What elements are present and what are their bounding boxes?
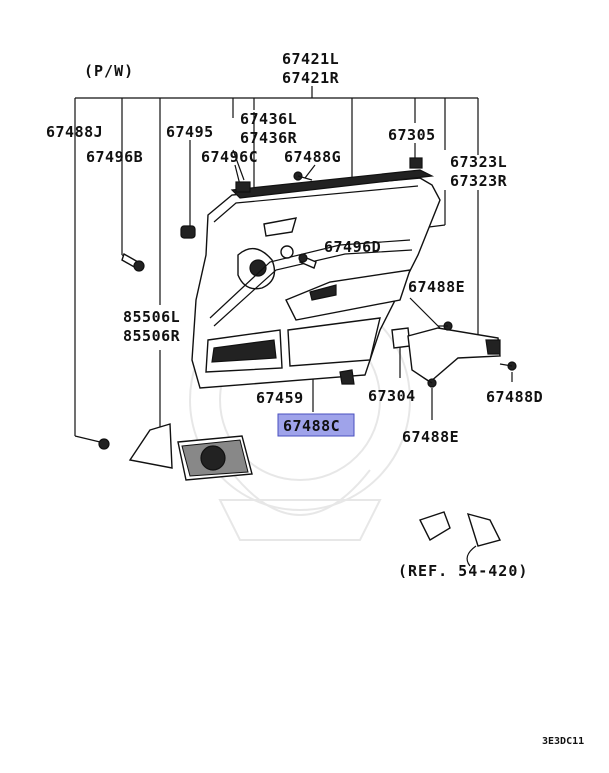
label-67488C: 67488C: [283, 417, 340, 435]
label-85506L: 85506L: [123, 308, 180, 326]
label-67421L: 67421L: [282, 50, 339, 68]
bracket-67304: [391, 327, 411, 349]
screw-67488G: [293, 171, 313, 181]
screw-67488E-bottom: [423, 377, 437, 388]
door-trim-panel: [191, 169, 441, 389]
label-85506R: 85506R: [123, 327, 181, 345]
screw-67496B: [121, 252, 145, 272]
clip-67495: [180, 225, 196, 239]
highlight-box: [277, 413, 355, 437]
cap-67459: [280, 245, 294, 259]
label-67421R: 67421R: [282, 69, 340, 87]
drawing-code: 3E3DC11: [542, 736, 584, 747]
label-67495: 67495: [166, 123, 214, 141]
label-67488E-bottom: 67488E: [402, 428, 459, 446]
screw-67496D: [339, 369, 355, 385]
reference-note: (REF. 54-420): [398, 562, 528, 580]
label-67496D: 67496D: [324, 238, 381, 256]
clip-67305: [409, 157, 423, 169]
label-67436L: 67436L: [240, 110, 297, 128]
label-67459: 67459: [256, 389, 304, 407]
label-67496C: 67496C: [201, 148, 258, 166]
label-67488G: 67488G: [284, 148, 341, 166]
label-67304: 67304: [368, 387, 416, 405]
part-labels: (P/W) 67421L 67421R 67436L 67436R 67488J…: [46, 50, 584, 747]
variant-note: (P/W): [84, 62, 134, 80]
screw-67488D: [499, 361, 517, 371]
label-67488D: 67488D: [486, 388, 543, 406]
speaker-grille-85506: [128, 423, 253, 481]
label-67323R: 67323R: [450, 172, 508, 190]
label-67436R: 67436R: [240, 129, 298, 147]
label-67305: 67305: [388, 126, 436, 144]
label-67488J: 67488J: [46, 123, 103, 141]
clip-67496C: [235, 181, 251, 193]
reference-parts: [419, 511, 502, 567]
label-67488E-top: 67488E: [408, 278, 465, 296]
pull-handle: [407, 327, 501, 383]
screw-67488C: [298, 253, 317, 269]
fasteners: [98, 157, 517, 450]
screw-67488J: [98, 438, 110, 450]
label-67323L: 67323L: [450, 153, 507, 171]
label-67496B: 67496B: [86, 148, 143, 166]
screw-67488E-top: [438, 321, 453, 331]
